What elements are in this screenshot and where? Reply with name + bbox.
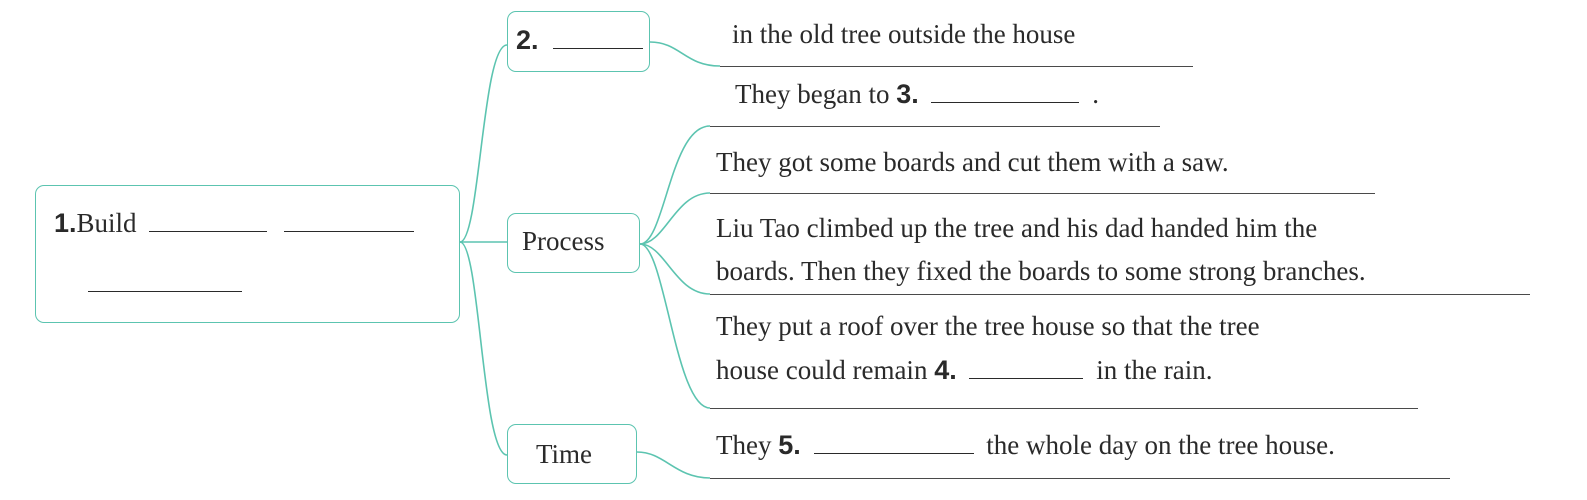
process-intro-blank[interactable] [931, 80, 1080, 103]
process-rule-3 [710, 408, 1418, 409]
time-line: They 5. the whole day on the tree house. [716, 430, 1335, 460]
process-step-2-line-2: boards. Then they fixed the boards to so… [716, 256, 1366, 286]
process-intro-number: 3. [896, 79, 919, 109]
process-intro-post: . [1092, 79, 1099, 109]
connector-process-step1 [639, 192, 711, 245]
process-box [507, 213, 640, 273]
time-blank[interactable] [813, 431, 974, 454]
place-box [507, 11, 650, 72]
process-step-2-line-1: Liu Tao climbed up the tree and his dad … [716, 213, 1318, 243]
place-detail: in the old tree outside the house [732, 19, 1076, 49]
time-number: 5. [778, 430, 801, 460]
time-label: Time [536, 439, 593, 469]
time-post: the whole day on the tree house. [986, 430, 1335, 460]
process-rule-2 [710, 294, 1530, 295]
process-label: Process [522, 226, 605, 256]
root-blank-2[interactable] [284, 209, 415, 232]
root-blank-1[interactable] [149, 209, 268, 232]
place-label: 2. [516, 25, 644, 55]
connector-root-time [459, 241, 508, 456]
process-intro: They began to 3. . [735, 79, 1099, 109]
place-blank[interactable] [553, 26, 644, 49]
process-step-3-line-1: They put a roof over the tree house so t… [716, 311, 1260, 341]
process-step-1: They got some boards and cut them with a… [716, 147, 1229, 177]
place-number: 2. [516, 25, 539, 55]
connector-place-line [649, 41, 721, 67]
process-step-3-number: 4. [934, 355, 957, 385]
connector-root-place [459, 44, 508, 243]
time-rule [710, 478, 1450, 479]
root-blank-3[interactable] [88, 269, 242, 292]
connector-process-step3 [639, 243, 711, 409]
root-box [35, 185, 460, 323]
connector-process-step0 [639, 125, 711, 245]
process-step-3-pre: house could remain [716, 355, 928, 385]
root-line-2 [88, 268, 242, 298]
place-rule [720, 66, 1193, 67]
root-line-1: 1.Build [54, 208, 415, 238]
root-number: 1. [54, 208, 77, 238]
process-rule-1 [710, 193, 1375, 194]
time-pre: They [716, 430, 772, 460]
root-text: Build [76, 208, 137, 238]
process-step-3-blank[interactable] [969, 356, 1084, 379]
process-step-3-post: in the rain. [1096, 355, 1213, 385]
process-step-3-line-2: house could remain 4. in the rain. [716, 355, 1212, 385]
time-box [507, 424, 637, 484]
connector-time-line [636, 451, 711, 479]
process-rule-0 [710, 126, 1160, 127]
connector-process-step2 [639, 243, 711, 295]
process-intro-pre: They began to [735, 79, 890, 109]
